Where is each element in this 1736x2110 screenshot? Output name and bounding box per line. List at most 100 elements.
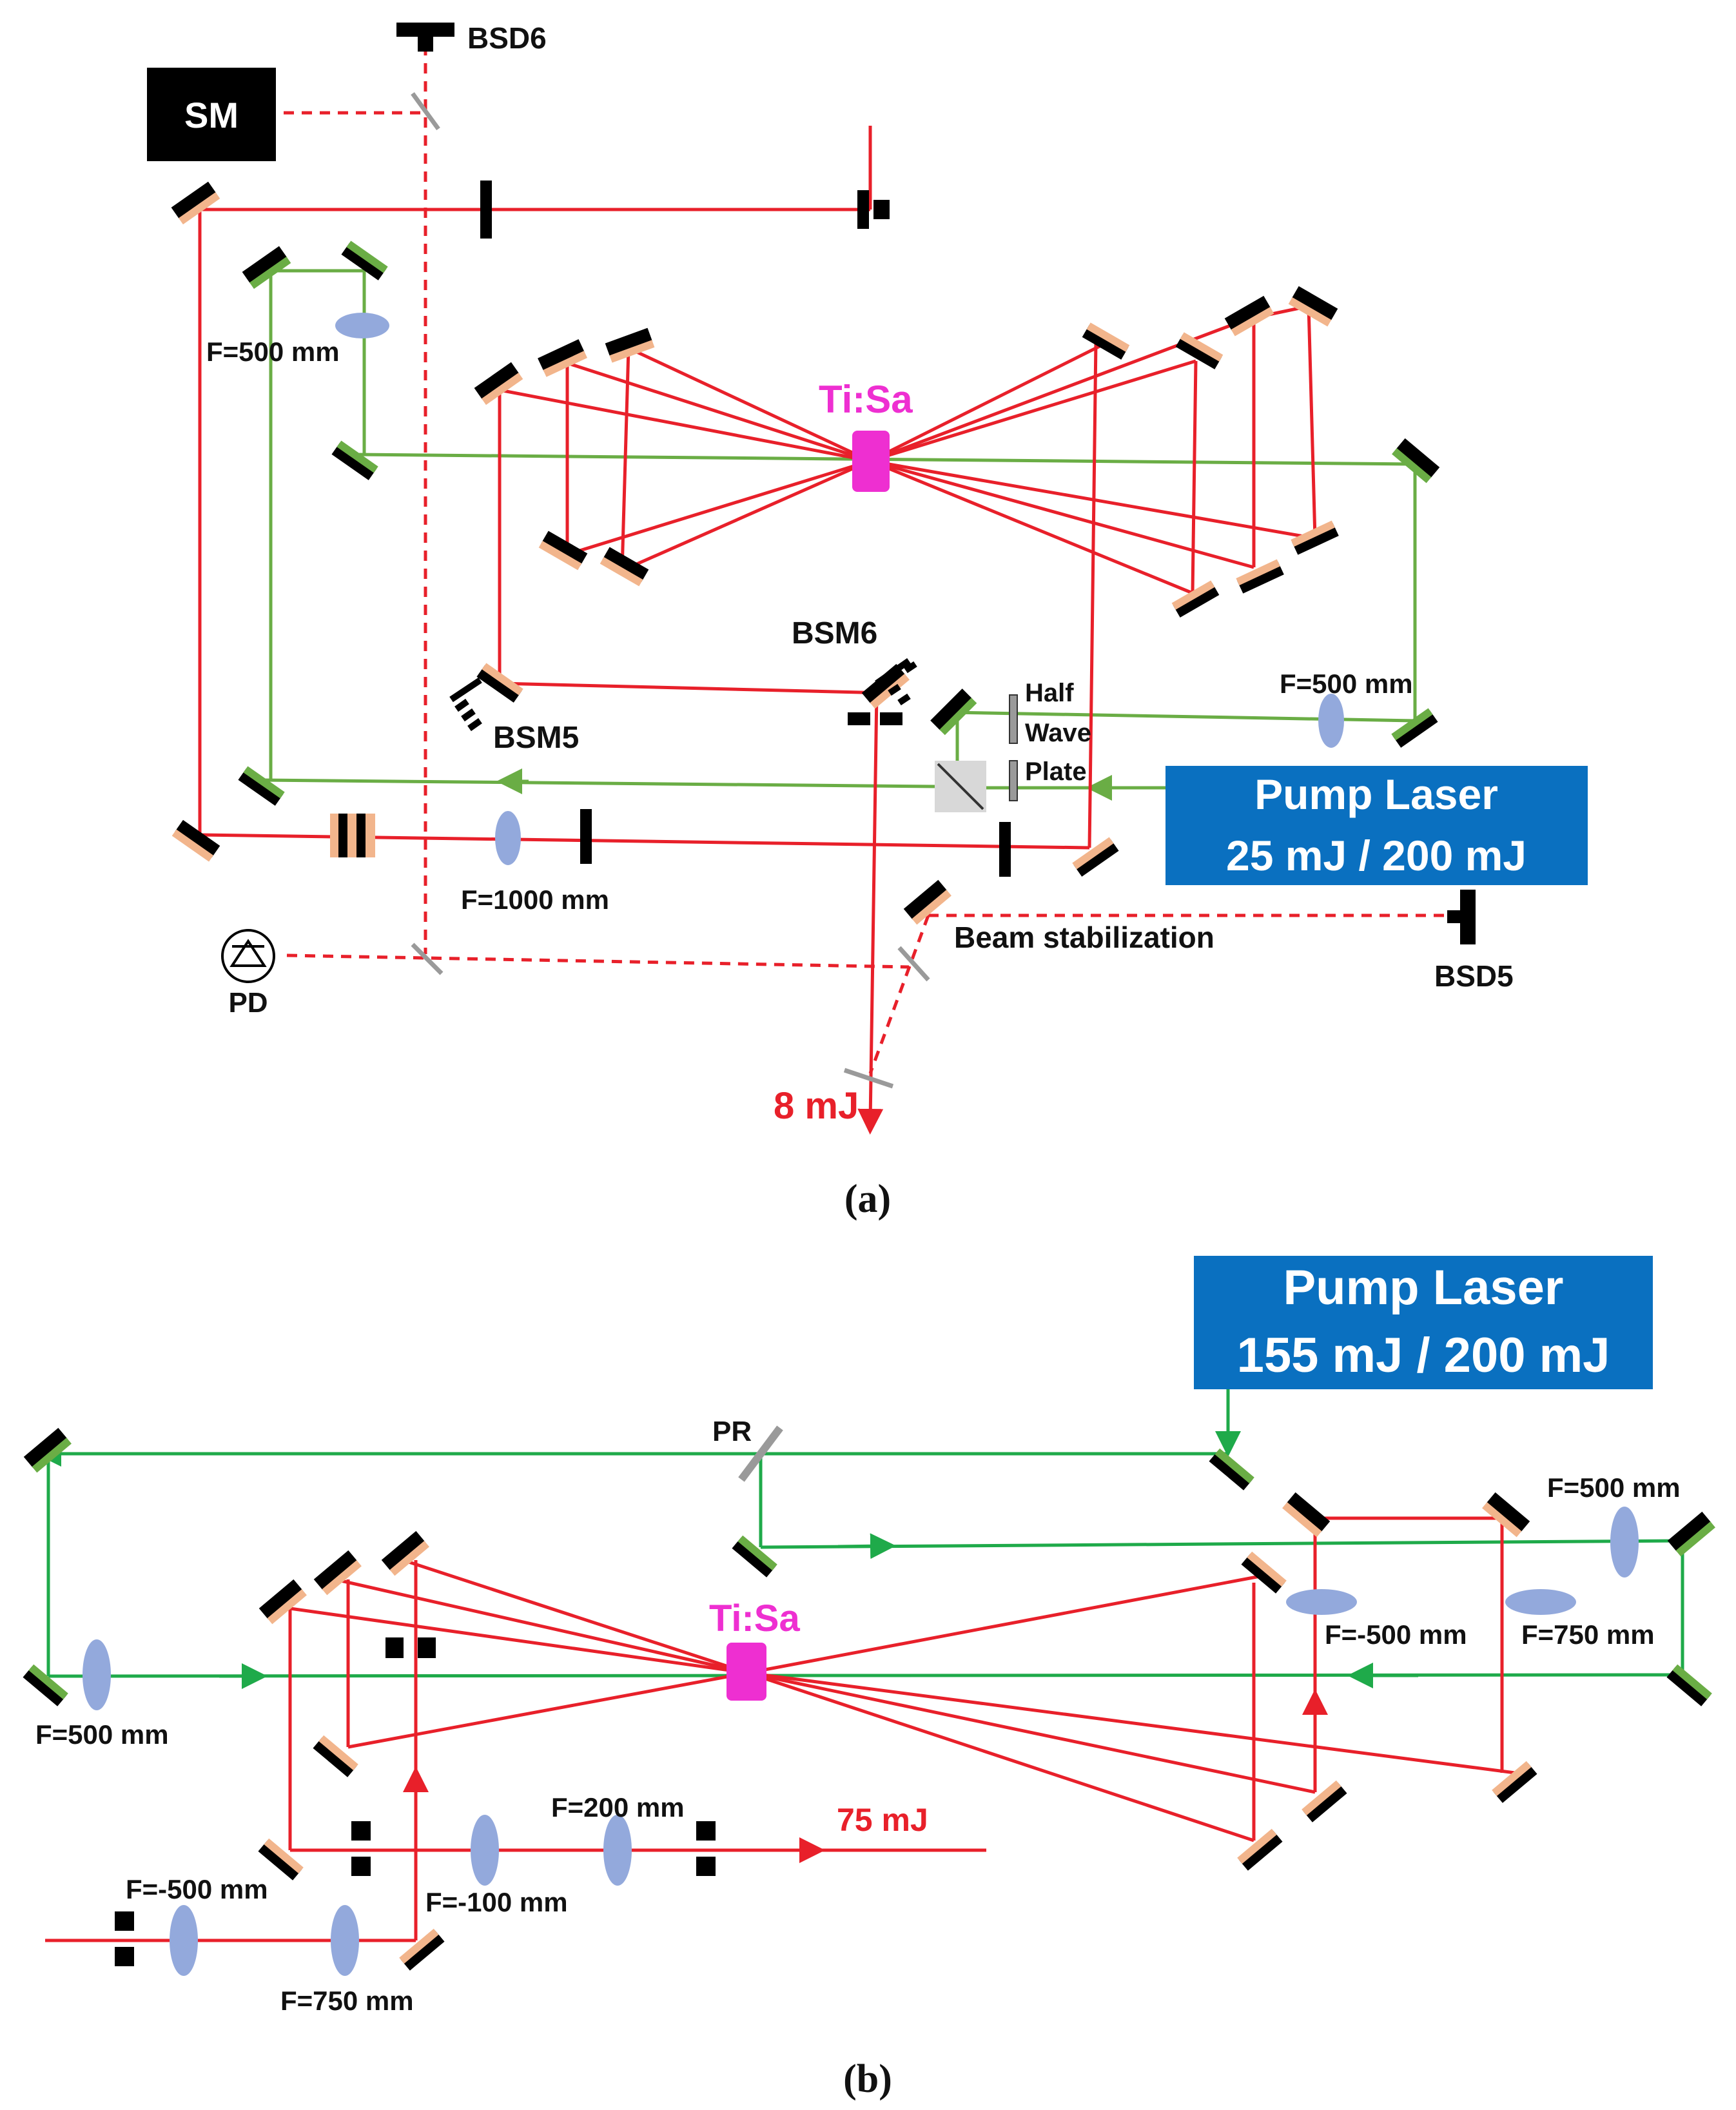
beam-splitter-icon [843,1068,894,1089]
lens-label: F=-500 mm [126,1874,268,1904]
iris-icon [351,1821,371,1841]
iris-icon [880,712,902,725]
mirror-icon [1224,295,1274,337]
tisa-label: Ti:Sa [819,378,913,421]
iris-icon [115,1947,134,1966]
lens-label: F=500 mm [1280,669,1413,699]
bsm6-label: BSM6 [792,616,877,650]
pump-laser-title: Pump Laser [1283,1260,1563,1315]
mirror-icon [1241,1551,1287,1594]
mirror-icon [1492,1761,1537,1803]
beam-stabilization-label: Beam stabilization [954,921,1214,954]
beam-splitter-icon [411,943,444,975]
beam-splitters-a [411,92,930,1089]
lens-icon [1505,1589,1576,1615]
mirror-icon [1667,1511,1715,1557]
bsm5-label: BSM5 [493,721,579,755]
lens-label: F=750 mm [1521,1619,1655,1650]
lenses-b [83,1507,1639,1976]
iris-icon [848,712,870,725]
bsd5-label: BSD5 [1434,959,1514,993]
mirror-icon [1392,438,1440,484]
mirror-icon [381,1530,429,1576]
iris-icon [999,822,1011,877]
mirror-icon [313,1550,362,1596]
panel-b: Ti:Sa Pump Laser 155 mJ / 200 mJ PR F=50… [23,1256,1715,2101]
lens-label: F=-500 mm [1325,1619,1467,1650]
mirror-icon [1291,520,1339,555]
output-energy-b: 75 mJ [837,1802,928,1838]
lens-label: F=500 mm [35,1719,169,1750]
lens-label: F=500 mm [1547,1472,1681,1503]
pump-laser-title: Pump Laser [1254,770,1498,818]
mirror-icon [930,689,977,736]
lens-icon [331,1905,359,1976]
mirror-icon [1236,559,1284,594]
panel-a: SM BSD6 BSD5 [147,21,1588,1221]
tisa-label: Ti:Sa [709,1597,800,1639]
half-wave-plate-label: Wave [1025,719,1091,747]
crystal-icon [727,1643,766,1701]
beam-sampler-mount [449,658,917,732]
mirror-icon [258,1838,304,1880]
half-wave-plate [1009,694,1018,801]
iris-icon [873,200,890,219]
mirror-icon [1072,837,1119,877]
half-wave-plate-label: Half [1025,679,1074,707]
lens-icon [495,811,521,865]
photodiode-icon [221,929,275,983]
iris-icon [580,809,592,864]
pump-laser-box-a: Pump Laser 25 mJ / 200 mJ [1165,766,1588,885]
mirror-icon [1082,322,1130,360]
spectrometer-box: SM [147,68,276,161]
iris-icon [857,190,869,229]
iris-icon [115,1911,134,1931]
ir-beams-a [198,126,1317,1135]
mirror-icon [1482,1492,1530,1538]
lens-icon [471,1815,499,1886]
iris-icon [351,1857,371,1876]
sm-label: SM [184,95,239,135]
mirror-icon [23,1427,72,1473]
mirror-icon [474,362,523,405]
beam-splitter-icon [411,92,440,131]
mirrors-a [171,181,1440,925]
diagnostic-beams [284,45,1450,1074]
lens-icon [83,1639,111,1710]
mirror-icon [1282,1492,1331,1538]
beam-splitter-icon [935,761,986,812]
mirror-icon [238,766,285,806]
half-wave-plate-label: Plate [1025,757,1087,786]
lens-label: F=500 mm [206,337,340,367]
lens-icon [1318,694,1344,748]
lens-icon [1286,1589,1357,1615]
pump-laser-box-b: Pump Laser 155 mJ / 200 mJ [1194,1256,1653,1389]
mirrors-b [23,1427,1715,1971]
irises-b [115,1637,716,1966]
mirror-icon [171,819,220,862]
mirror-icon [732,1535,777,1578]
output-energy-a: 8 mJ [774,1085,859,1127]
mirror-icon [1391,708,1438,748]
lens-icon [170,1905,198,1976]
crystal-icon [852,431,890,492]
mirror-icon [476,663,523,703]
ir-beams-b [45,1516,1516,1942]
mirror-icon [1171,580,1220,618]
iris-icon [330,814,375,857]
lens-label: F=-100 mm [425,1887,568,1917]
iris-icon [696,1857,716,1876]
caption-a: (a) [844,1177,891,1221]
beam-splitter-icon [738,1425,783,1482]
pr-label: PR [712,1416,752,1447]
lens-label: F=750 mm [280,1986,414,2016]
mirror-icon [399,1928,445,1971]
bsd6-label: BSD6 [467,21,547,55]
lens-icon [603,1815,632,1886]
mirror-icon [1288,286,1338,327]
mirror-icon [341,240,388,280]
mirror-icon [1175,332,1224,369]
mirror-icon [600,547,649,587]
lens-icon [1610,1507,1639,1578]
mirror-icon [538,531,588,571]
